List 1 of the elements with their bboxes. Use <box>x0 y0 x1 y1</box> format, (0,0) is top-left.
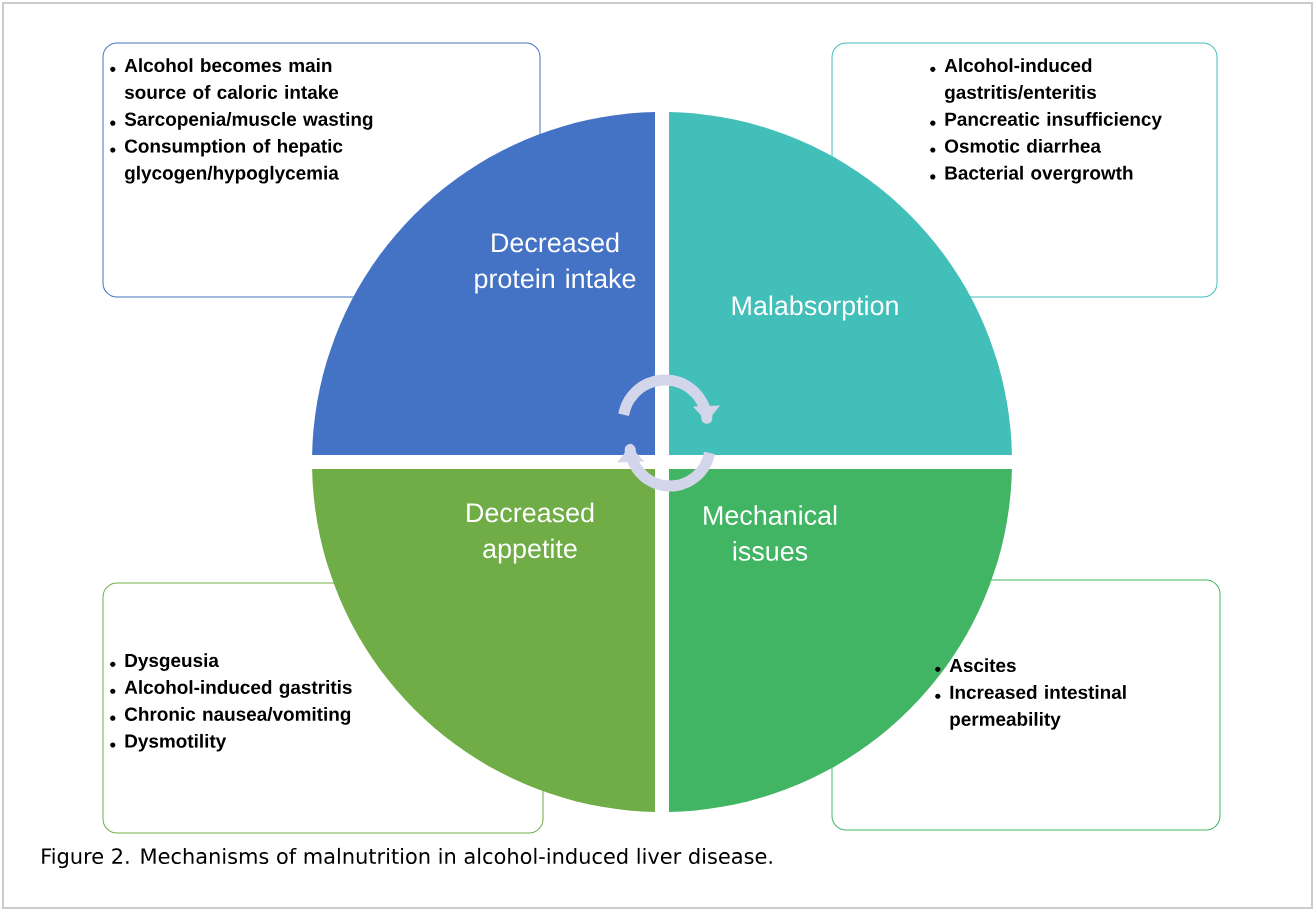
caption: Figure 2. Mechanisms of malnutrition in alcohol-induced liver disease. <box>42 847 772 869</box>
